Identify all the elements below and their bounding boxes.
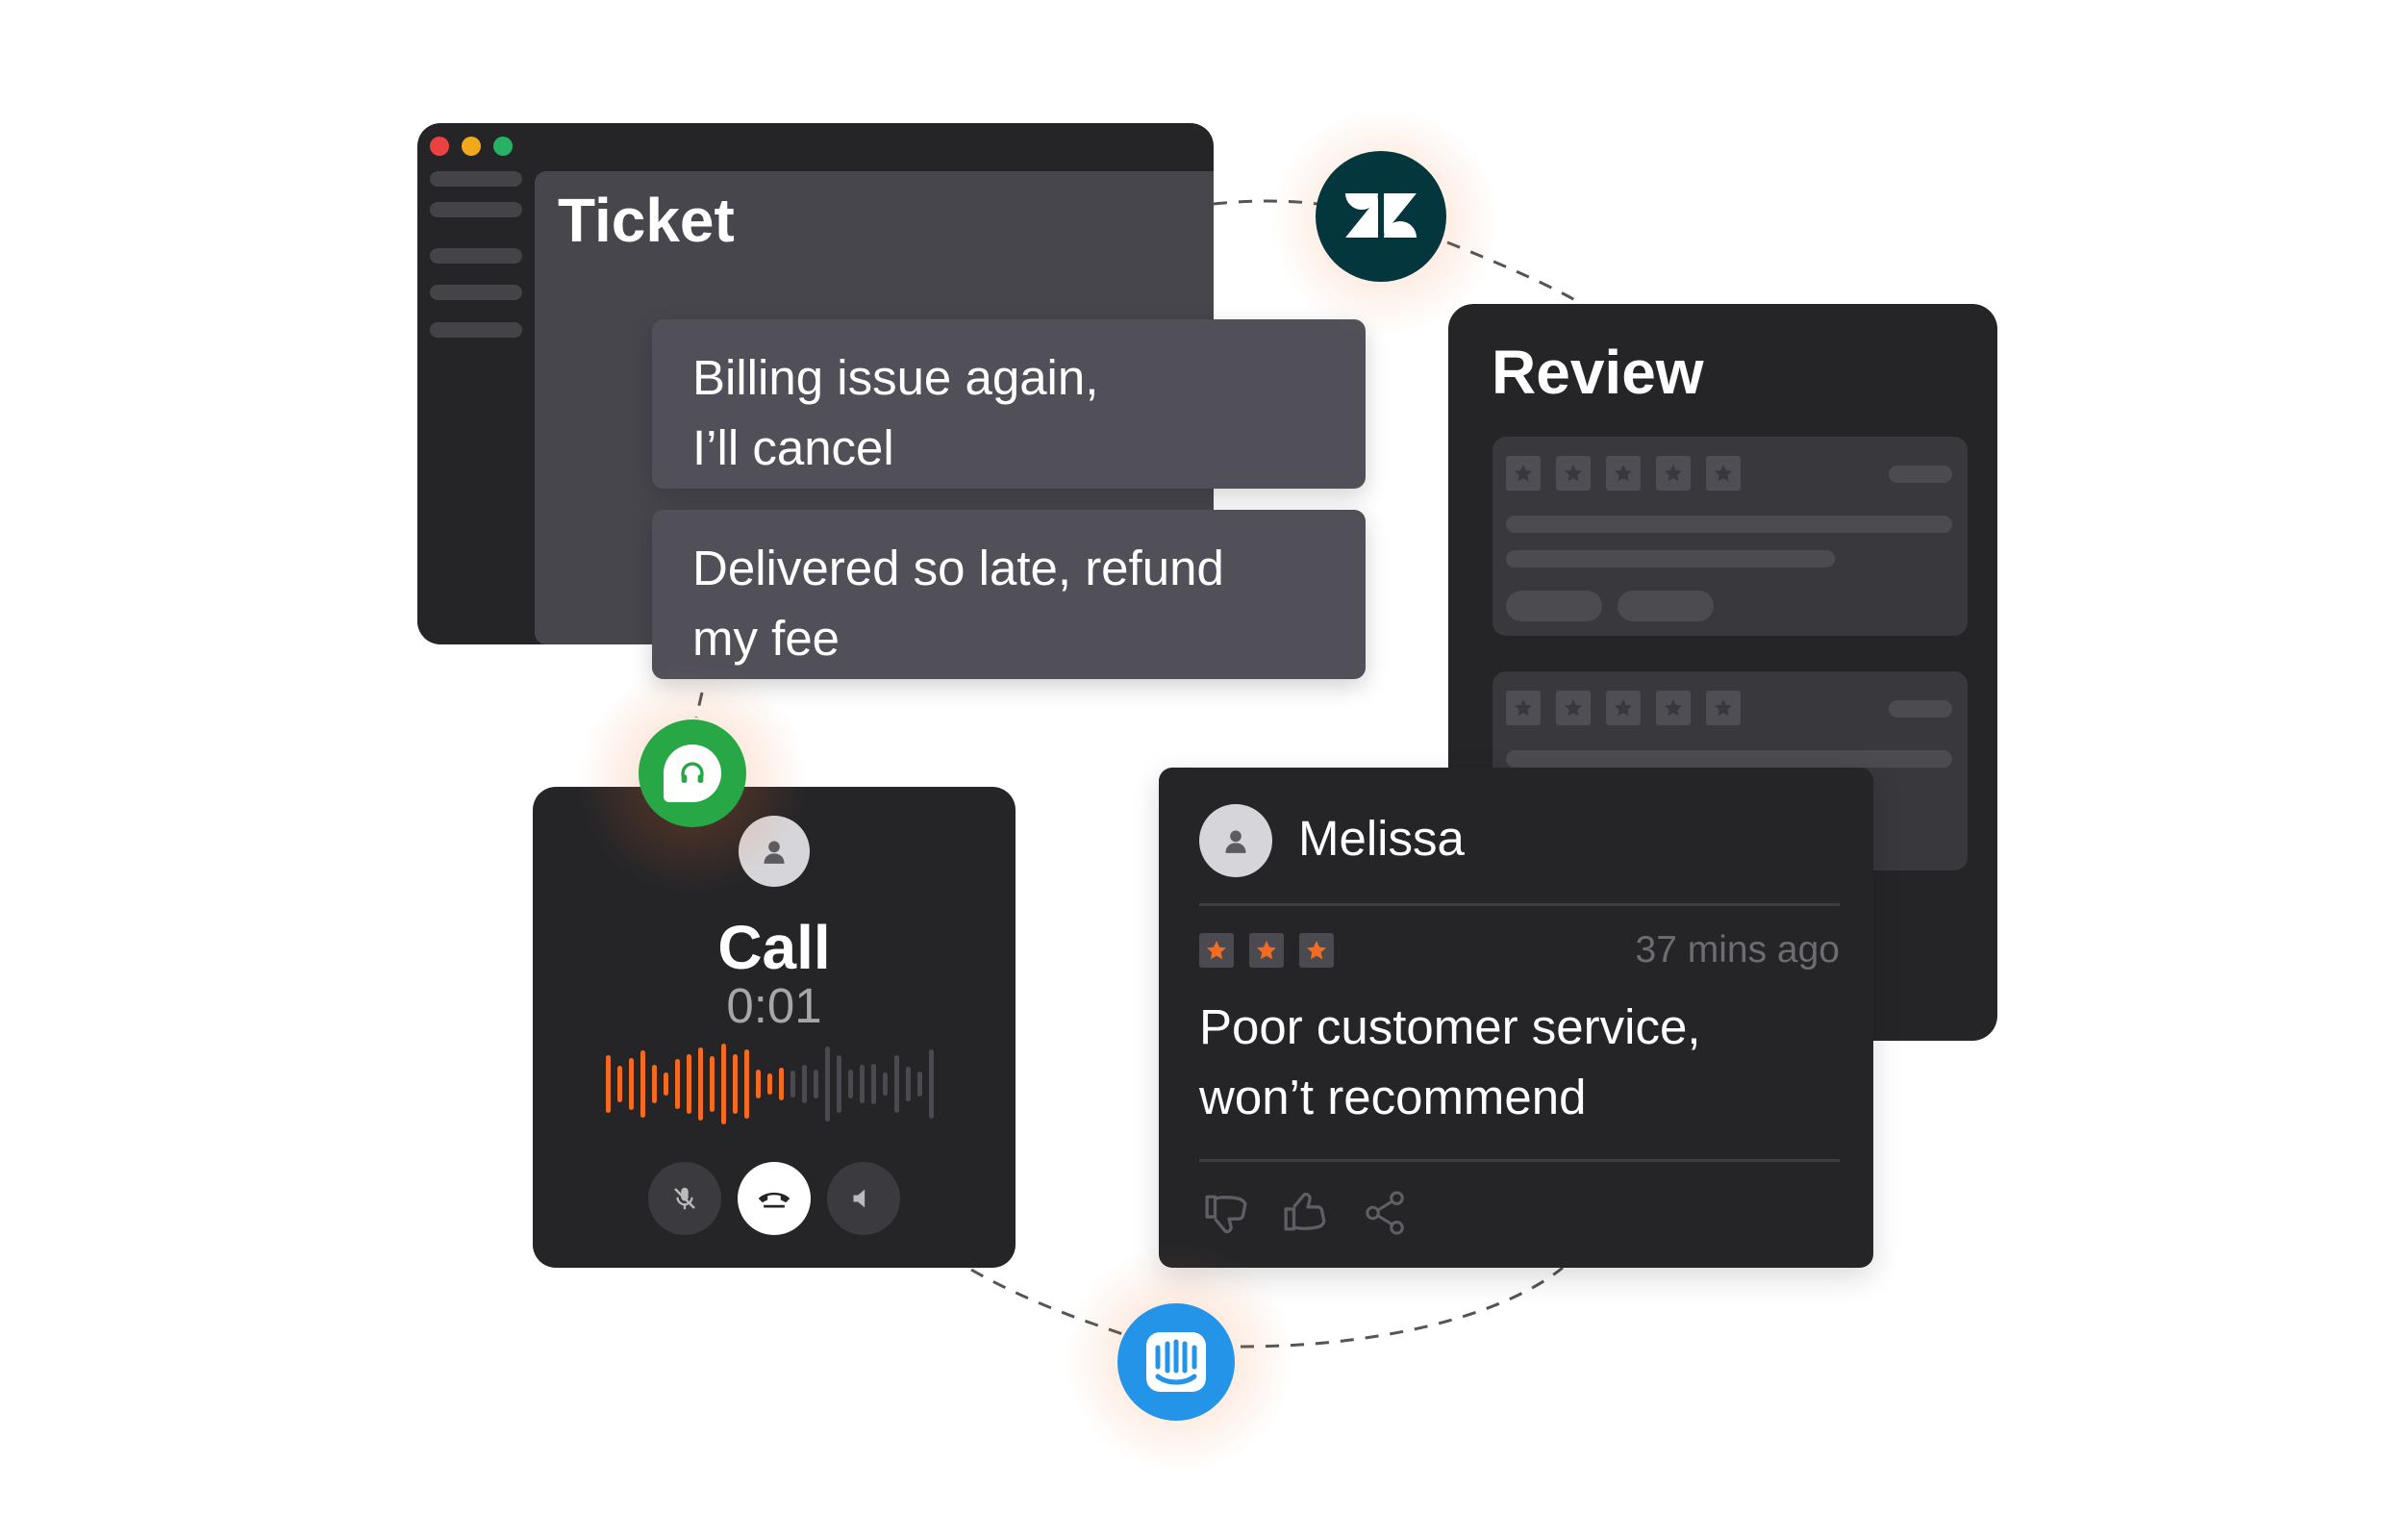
placeholder-pill (1889, 700, 1952, 718)
thumbs-up-icon[interactable] (1282, 1189, 1330, 1238)
message-line: Billing issue again, (692, 350, 1099, 405)
ticket-message[interactable]: Delivered so late, refund my fee (652, 510, 1366, 679)
star-icon (1556, 691, 1591, 725)
placeholder-pill (1889, 466, 1952, 483)
end-call-button[interactable] (738, 1162, 811, 1235)
user-icon (1225, 830, 1246, 853)
sidebar-item[interactable] (430, 322, 522, 338)
close-dot-icon[interactable] (430, 137, 449, 156)
freshcaller-logo-icon[interactable] (639, 719, 746, 827)
review-placeholder-card[interactable] (1492, 437, 1968, 636)
review-panel-title: Review (1492, 338, 1704, 407)
star-icon (1656, 691, 1691, 725)
star-icon (1656, 456, 1691, 491)
call-title: Call (717, 913, 831, 982)
rating-star-icon (1249, 933, 1284, 968)
review-card[interactable]: Melissa 37 mins ago Poor customer servic… (1159, 768, 1873, 1268)
placeholder-line (1506, 750, 1952, 768)
ticket-title: Ticket (558, 186, 735, 255)
call-timer: 0:01 (726, 978, 822, 1033)
sidebar-item[interactable] (430, 285, 522, 300)
thumbs-down-icon[interactable] (1203, 1193, 1251, 1242)
message-line: I’ll cancel (692, 420, 894, 475)
sidebar-item[interactable] (430, 202, 522, 217)
sidebar-item[interactable] (430, 248, 522, 264)
placeholder-tag (1506, 591, 1602, 621)
divider (1199, 903, 1840, 906)
speaker-button[interactable] (827, 1162, 900, 1235)
star-icon (1706, 456, 1741, 491)
share-icon[interactable] (1365, 1191, 1407, 1240)
call-card: Call 0:01 (533, 787, 1016, 1268)
divider (1199, 1159, 1840, 1162)
star-icon (1506, 456, 1541, 491)
message-line: Delivered so late, refund (692, 541, 1224, 595)
placeholder-tag (1618, 591, 1714, 621)
message-line: my fee (692, 611, 840, 666)
placeholder-line (1506, 550, 1835, 568)
star-icon (1706, 691, 1741, 725)
star-icon (1606, 691, 1641, 725)
rating-star-icon (1299, 933, 1334, 968)
reviewer-name: Melissa (1298, 811, 1465, 866)
speaker-icon (853, 1189, 865, 1208)
minimize-dot-icon[interactable] (462, 137, 481, 156)
audio-waveform (606, 1044, 934, 1124)
avatar (1199, 804, 1272, 877)
caller-avatar (739, 816, 810, 887)
intercom-logo-icon[interactable] (1117, 1303, 1235, 1421)
maximize-dot-icon[interactable] (493, 137, 513, 156)
ticket-message[interactable]: Billing issue again, I’ll cancel (652, 319, 1366, 489)
mute-button[interactable] (648, 1162, 721, 1235)
hang-up-icon (758, 1192, 790, 1208)
placeholder-line (1506, 516, 1952, 533)
review-text-line: won’t recommend (1199, 1070, 1587, 1124)
review-timestamp: 37 mins ago (1635, 929, 1840, 971)
sidebar-item[interactable] (430, 171, 522, 187)
user-icon (764, 841, 785, 864)
star-icon (1506, 691, 1541, 725)
mic-off-icon (674, 1187, 695, 1210)
zendesk-logo-icon[interactable] (1316, 151, 1446, 282)
rating-star-icon (1199, 933, 1234, 968)
star-icon (1606, 456, 1641, 491)
review-text: Poor customer service, won’t recommend (1199, 992, 1815, 1132)
review-text-line: Poor customer service, (1199, 999, 1701, 1054)
star-icon (1556, 456, 1591, 491)
